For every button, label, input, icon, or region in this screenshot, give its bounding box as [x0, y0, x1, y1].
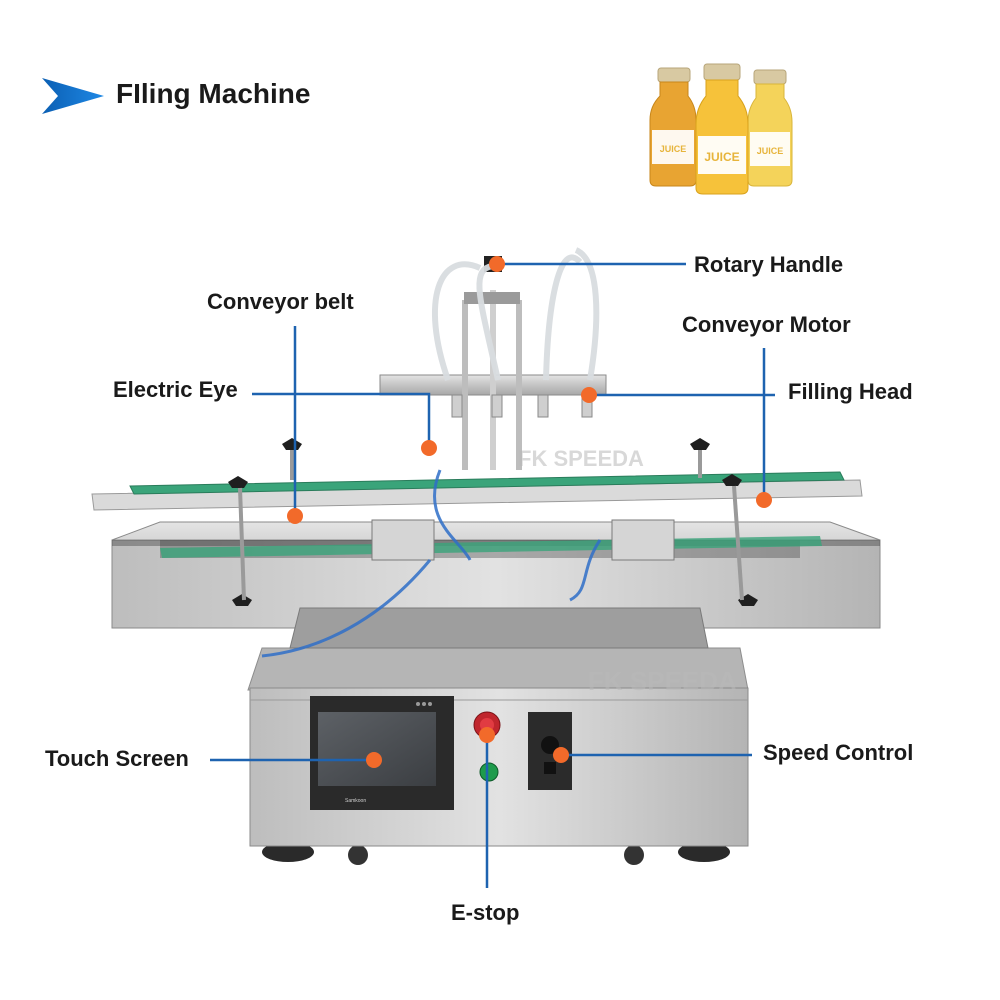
marker-conveyor-motor	[756, 492, 772, 508]
label-e-stop: E-stop	[451, 900, 520, 925]
marker-e-stop	[479, 727, 495, 743]
label-touch-screen: Touch Screen	[45, 746, 189, 771]
label-conveyor-belt: Conveyor belt	[207, 289, 354, 314]
label-speed-control: Speed Control	[763, 740, 914, 765]
svg-text:Samkoon: Samkoon	[345, 798, 366, 804]
title-arrow-icon	[42, 78, 104, 114]
marker-speed-control	[553, 747, 569, 763]
label-filling-head: Filling Head	[788, 379, 913, 404]
marker-filling-head	[581, 387, 597, 403]
filling-head-assembly	[379, 247, 607, 470]
juice-bottles-image: JUICE JUICE JUICE	[649, 63, 793, 195]
marker-electric-eye	[421, 440, 437, 456]
label-conveyor-motor: Conveyor Motor	[682, 312, 851, 337]
juice-bottle-left: JUICE	[649, 67, 697, 187]
svg-text:JUICE: JUICE	[757, 146, 784, 156]
svg-text:JUICE: JUICE	[660, 144, 687, 154]
touch-screen-panel: Samkoon	[310, 696, 454, 810]
svg-text:JUICE: JUICE	[704, 150, 739, 164]
page-title: FIling Machine	[116, 78, 311, 109]
juice-bottle-right: JUICE	[747, 69, 793, 187]
marker-touch-screen	[366, 752, 382, 768]
marker-conveyor-belt	[287, 508, 303, 524]
start-button-graphic	[479, 762, 499, 782]
machine-wheels	[262, 842, 730, 865]
juice-bottle-middle: JUICE	[695, 63, 749, 195]
label-rotary-handle: Rotary Handle	[694, 252, 844, 277]
svg-text:FK SPEEDA: FK SPEEDA	[588, 666, 737, 696]
conveyor-guide-blocks	[371, 519, 675, 561]
marker-rotary-handle	[489, 256, 505, 272]
label-electric-eye: Electric Eye	[113, 377, 238, 402]
svg-text:FK SPEEDA: FK SPEEDA	[518, 446, 644, 471]
